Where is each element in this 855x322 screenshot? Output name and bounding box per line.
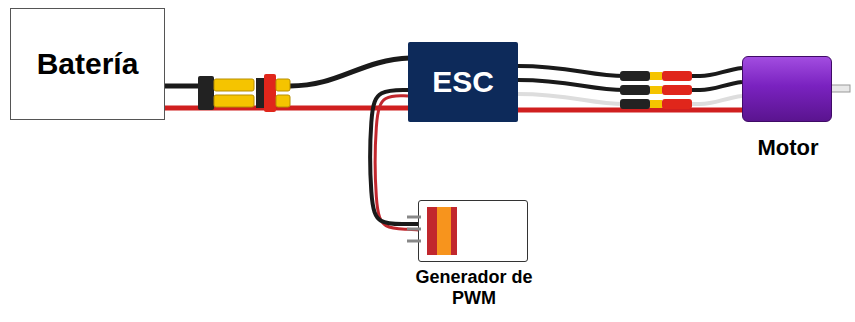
part-label: Generador de PWM	[399, 267, 549, 308]
plug-pin	[276, 95, 290, 107]
black-wire	[290, 58, 410, 86]
stripe	[427, 207, 437, 255]
motor-shaft	[830, 85, 850, 92]
box-label: Batería	[37, 47, 139, 82]
plug-pin	[214, 79, 254, 91]
header-pin	[407, 216, 421, 219]
header-pin	[407, 228, 421, 231]
motor-shape: Motor	[742, 56, 832, 122]
pwm-generator: Generador de PWM	[418, 200, 528, 262]
stripe	[451, 207, 457, 255]
wire-group	[518, 110, 742, 111]
box-label: ESC	[432, 65, 494, 100]
plug-pin	[214, 95, 254, 107]
battery-box: Batería	[10, 8, 165, 120]
pwm-face	[419, 201, 527, 261]
black-wire	[165, 84, 200, 89]
plug-housing	[198, 76, 214, 110]
plug-pin	[276, 79, 290, 91]
stripe	[437, 207, 451, 255]
plug-housing	[264, 74, 276, 112]
part-label: Motor	[728, 135, 848, 160]
esc-box: ESC	[408, 42, 518, 122]
header-pin	[407, 240, 421, 243]
bullet-connectors	[620, 71, 692, 109]
plug-housing	[256, 78, 264, 108]
